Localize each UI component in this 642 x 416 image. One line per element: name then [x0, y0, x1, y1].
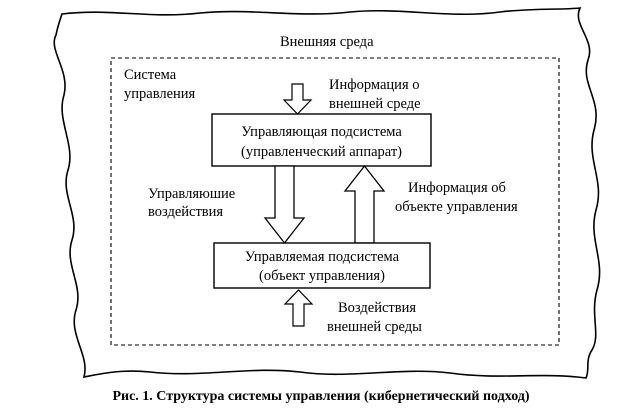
external-influence-line1: Воздействия — [338, 300, 416, 316]
environment-label: Внешняя среда — [280, 34, 374, 50]
info-object-line1: Информация об — [408, 180, 506, 196]
control-subsystem-box — [211, 113, 432, 167]
figure-caption: Рис. 1. Структура системы управления (ки… — [112, 389, 529, 404]
info-external-line1: Информация о — [329, 77, 419, 93]
control-subsystem-line1: Управляющая подсистема — [241, 124, 402, 140]
managed-subsystem-box — [213, 242, 431, 289]
external-influence-line2: внешней среды — [327, 319, 422, 335]
control-actions-line2: воздействия — [148, 204, 223, 220]
info-external-line2: внешней среде — [329, 96, 421, 112]
info-external-down-arrow — [282, 83, 313, 115]
control-actions-down-arrow — [263, 165, 306, 245]
system-label-line1: Система — [124, 67, 177, 83]
info-object-up-arrow — [343, 164, 386, 244]
environment-wavy-border — [53, 7, 601, 379]
system-label-line2: управления — [124, 86, 196, 102]
info-object-line2: объекте управления — [395, 199, 518, 215]
external-influence-up-arrow — [283, 289, 314, 327]
managed-subsystem-line2: (объект управления) — [259, 268, 385, 284]
managed-subsystem-line1: Управляемая подсистема — [245, 249, 400, 265]
control-actions-line1: Управляюшие — [148, 186, 235, 202]
control-subsystem-line2: (управленческий аппарат) — [241, 144, 402, 160]
control-system-dashed-border — [110, 57, 560, 346]
